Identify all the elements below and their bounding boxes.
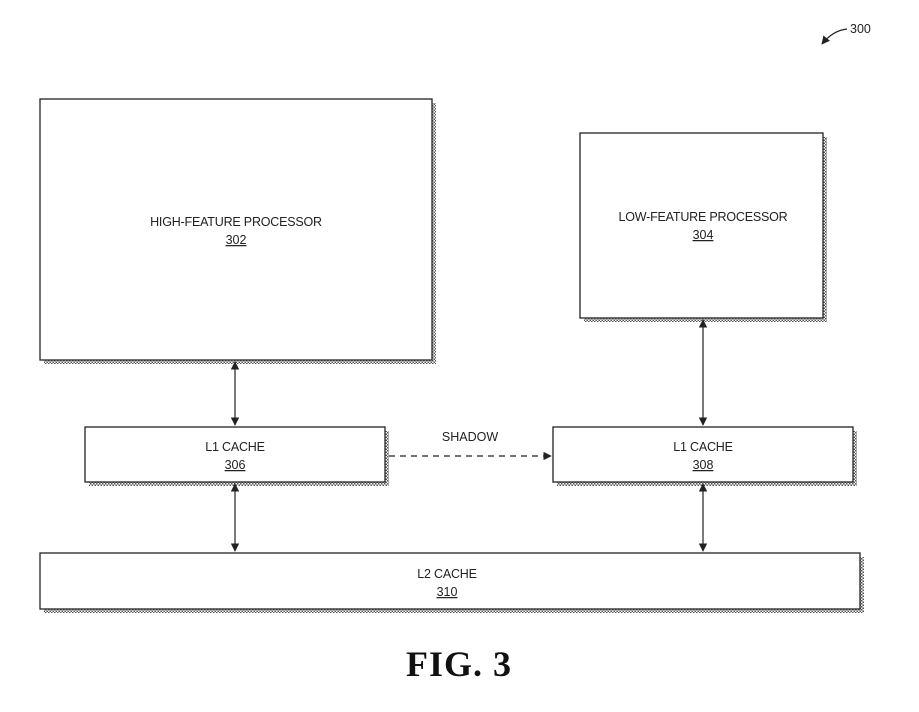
l1-cache-left-block: L1 CACHE 306 bbox=[84, 426, 389, 486]
l1-cache-left-box bbox=[84, 426, 386, 483]
high-feature-processor-label: HIGH-FEATURE PROCESSOR bbox=[150, 215, 322, 229]
l1-cache-left-label: L1 CACHE bbox=[205, 440, 265, 454]
l1-cache-left-ref: 306 bbox=[225, 458, 246, 472]
figure-caption: FIG. 3 bbox=[406, 644, 512, 684]
high-feature-processor-block: HIGH-FEATURE PROCESSOR 302 bbox=[39, 98, 436, 364]
high-feature-processor-box bbox=[39, 98, 433, 361]
figure-reference-number: 300 bbox=[850, 22, 871, 36]
low-feature-processor-box bbox=[579, 132, 824, 319]
l2-cache-label: L2 CACHE bbox=[417, 567, 477, 581]
shadow-connector: SHADOW bbox=[389, 430, 552, 461]
l1-cache-right-ref: 308 bbox=[693, 458, 714, 472]
shadow-label: SHADOW bbox=[442, 430, 498, 444]
figure-reference-arrow bbox=[821, 28, 848, 45]
l2-cache-block: L2 CACHE 310 bbox=[39, 552, 864, 613]
low-feature-processor-block: LOW-FEATURE PROCESSOR 304 bbox=[579, 132, 827, 322]
low-feature-processor-ref: 304 bbox=[693, 228, 714, 242]
l1-cache-right-label: L1 CACHE bbox=[673, 440, 733, 454]
l2-cache-box bbox=[39, 552, 861, 610]
high-feature-processor-ref: 302 bbox=[226, 233, 247, 247]
low-feature-processor-label: LOW-FEATURE PROCESSOR bbox=[619, 210, 788, 224]
l1-cache-right-block: L1 CACHE 308 bbox=[552, 426, 857, 486]
figure-reference: 300 bbox=[821, 22, 871, 45]
l1-cache-right-box bbox=[552, 426, 854, 483]
l2-cache-ref: 310 bbox=[437, 585, 458, 599]
